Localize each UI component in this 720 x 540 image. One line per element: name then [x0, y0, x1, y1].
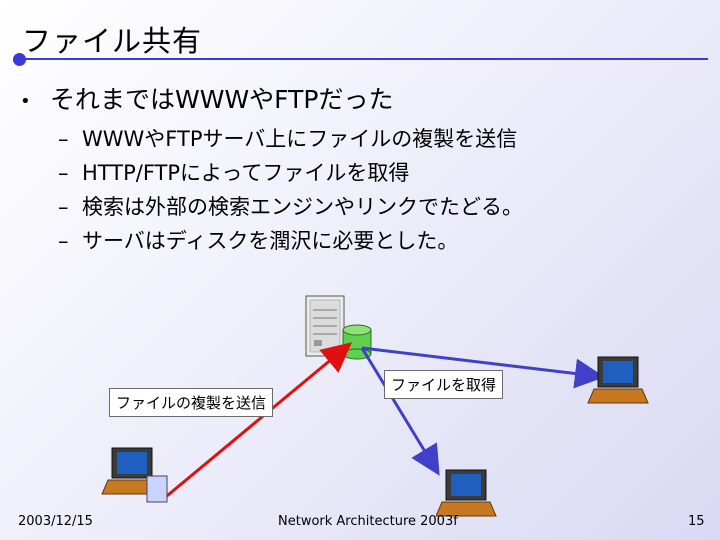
footer-date: 2003/12/15	[18, 514, 93, 529]
sub-bullet: –WWWやFTPサーバ上にファイルの複製を送信	[58, 122, 523, 156]
title-divider-dot	[13, 53, 26, 66]
sub-bullet: –サーバはディスクを潤沢に必要とした。	[58, 224, 523, 258]
slide-title: ファイル共有	[22, 24, 203, 58]
get-file-label: ファイルを取得	[384, 370, 504, 399]
main-bullet-text: それまではWWWやFTPだった	[50, 85, 394, 114]
laptop-icon	[435, 469, 497, 517]
footer-course: Network Architecture 2003f	[278, 514, 458, 529]
document-icon	[146, 475, 168, 503]
get-arrow-right	[361, 346, 605, 389]
server-icon	[305, 295, 345, 357]
send-arrow	[161, 342, 352, 502]
dash-icon: –	[58, 195, 69, 219]
footer-page-number: 15	[688, 514, 705, 529]
get-arrow-down	[360, 347, 440, 476]
main-bullet: • それまではWWWやFTPだった	[20, 80, 393, 116]
dash-icon: –	[58, 161, 69, 185]
dash-icon: –	[58, 127, 69, 151]
laptop-icon	[587, 356, 649, 404]
sub-bullet: –検索は外部の検索エンジンやリンクでたどる。	[58, 190, 523, 224]
sub-bullet-text: サーバはディスクを潤沢に必要とした。	[82, 229, 459, 253]
sub-bullet-list: –WWWやFTPサーバ上にファイルの複製を送信 –HTTP/FTPによってファイ…	[58, 122, 523, 258]
bullet-dot-icon: •	[20, 90, 31, 112]
send-copy-label: ファイルの複製を送信	[109, 388, 274, 417]
sub-bullet-text: 検索は外部の検索エンジンやリンクでたどる。	[82, 195, 523, 219]
laptop-icon	[101, 447, 163, 495]
sub-bullet: –HTTP/FTPによってファイルを取得	[58, 156, 523, 190]
dash-icon: –	[58, 229, 69, 253]
sub-bullet-text: HTTP/FTPによってファイルを取得	[82, 161, 410, 185]
title-divider	[18, 58, 708, 60]
sub-bullet-text: WWWやFTPサーバ上にファイルの複製を送信	[82, 127, 518, 151]
